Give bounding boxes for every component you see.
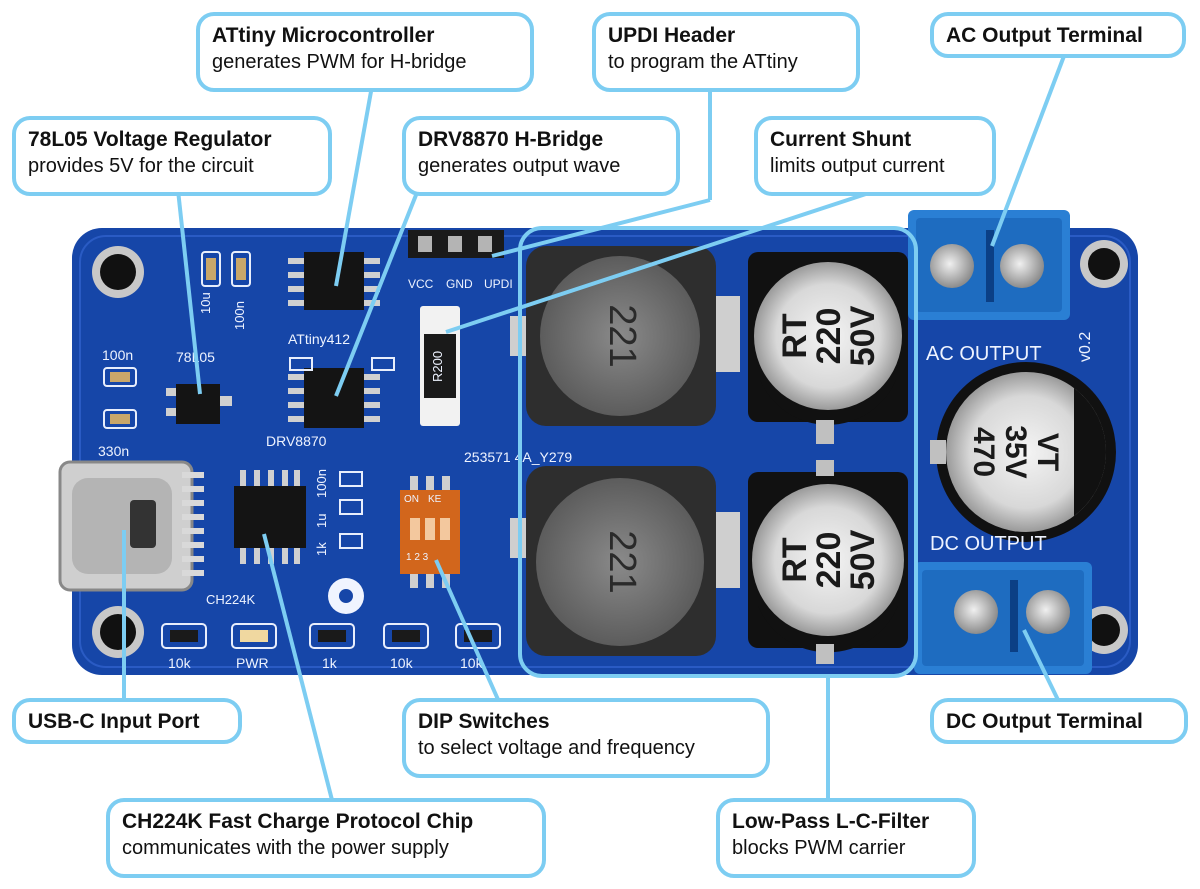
cap-bottom-line3: 50V — [844, 529, 882, 590]
silk-dip-nums: 1 2 3 — [406, 552, 429, 563]
callout-regulator-title: 78L05 Voltage Regulator — [28, 128, 272, 151]
silk-updi-vcc: VCC — [408, 277, 434, 291]
usb-c-port — [58, 460, 204, 592]
filter-outline — [518, 226, 918, 678]
cap-top — [748, 252, 908, 444]
callout-dip-subtitle: to select voltage and frequency — [418, 737, 695, 759]
callout-attiny-title: ATtiny Microcontroller — [212, 24, 435, 47]
cap-bottom-line1: RT — [776, 537, 814, 583]
callout-dc-terminal-title: DC Output Terminal — [946, 710, 1143, 733]
silk-led-4: 10k — [390, 655, 414, 671]
dc-terminal-block — [914, 562, 1092, 674]
silk-version: v0.2 — [1077, 332, 1094, 362]
callout-hbridge-title: DRV8870 H-Bridge — [418, 128, 604, 151]
callout-updi-subtitle: to program the ATtiny — [608, 51, 798, 73]
cap-big-line2: 35V — [999, 425, 1032, 478]
callout-attiny: ATtiny Microcontroller generates PWM for… — [196, 12, 534, 92]
ch224k-passives — [339, 471, 363, 549]
smd-passives — [103, 251, 251, 429]
callout-usbc: USB-C Input Port — [12, 698, 242, 744]
callout-updi: UPDI Header to program the ATtiny — [592, 12, 860, 92]
callout-usbc-title: USB-C Input Port — [28, 710, 200, 733]
updi-header — [408, 230, 504, 258]
cap-big-line3: 470 — [967, 427, 1000, 477]
silk-updi-updi: UPDI — [484, 277, 513, 291]
open-hardware-logo — [328, 578, 364, 614]
current-shunt — [420, 306, 460, 426]
leader-lines — [122, 55, 1066, 801]
attiny-chip — [288, 252, 380, 310]
callout-dip: DIP Switches to select voltage and frequ… — [402, 698, 770, 778]
callout-regulator: 78L05 Voltage Regulator provides 5V for … — [12, 116, 332, 196]
cap-top-line3: 50V — [844, 305, 882, 366]
callout-filter-title: Low-Pass L-C-Filter — [732, 810, 930, 833]
callout-regulator-subtitle: provides 5V for the circuit — [28, 155, 254, 177]
inductor-bottom-marking: 221 — [601, 530, 643, 593]
cap-bottom-line2: 220 — [810, 532, 848, 589]
silk-led-3: 1k — [322, 655, 338, 671]
silk-mcu: ATtiny412 — [288, 331, 350, 347]
callout-filter-subtitle: blocks PWM carrier — [732, 837, 906, 859]
silk-c4: 330n — [98, 443, 129, 459]
silk-drv: DRV8870 — [266, 433, 327, 449]
silk-100n: 100n — [314, 469, 329, 498]
silk-dip-on: ON — [404, 494, 419, 505]
silk-ac-output: AC OUTPUT — [926, 343, 1042, 365]
cap-top-marking: RT 220 50V — [776, 305, 882, 366]
cap-bottom-marking: RT 220 50V — [776, 529, 882, 590]
callout-ch224k-title: CH224K Fast Charge Protocol Chip — [122, 810, 474, 833]
cap-big-line1: VT — [1031, 433, 1064, 471]
silk-1u: 1u — [314, 514, 329, 528]
cap-big — [930, 362, 1116, 542]
cap-top-line2: 220 — [810, 308, 848, 365]
silk-1k: 1k — [314, 542, 329, 556]
bottom-led-row — [161, 623, 501, 649]
inductor-top-marking: 221 — [601, 304, 643, 367]
ac-terminal-block — [908, 210, 1070, 320]
callout-attiny-subtitle: generates PWM for H-bridge — [212, 51, 467, 73]
inductor-bottom: 221 — [510, 466, 740, 656]
silk-led-2: PWR — [236, 655, 269, 671]
callout-updi-title: UPDI Header — [608, 24, 736, 47]
silk-dip-ke: KE — [428, 494, 442, 505]
silk-ch: CH224K — [206, 592, 255, 607]
silk-led-5: 10k — [460, 655, 484, 671]
silk-c2: 100n — [232, 301, 247, 330]
callout-ch224k: CH224K Fast Charge Protocol Chip communi… — [106, 798, 546, 878]
drv8870-chip — [288, 357, 395, 428]
silk-c3: 100n — [102, 347, 133, 363]
callout-filter: Low-Pass L-C-Filter blocks PWM carrier — [716, 798, 976, 878]
callout-dc-terminal: DC Output Terminal — [930, 698, 1188, 744]
callout-shunt-title: Current Shunt — [770, 128, 912, 151]
silk-c1: 10u — [198, 292, 213, 314]
silk-led-1: 10k — [168, 655, 192, 671]
silk-shunt: R200 — [430, 351, 445, 382]
silk-updi-gnd: GND — [446, 277, 473, 291]
callout-ac-terminal-title: AC Output Terminal — [946, 24, 1143, 47]
cap-big-marking: VT 35V 470 — [967, 425, 1064, 478]
cap-top-line1: RT — [776, 313, 814, 359]
callout-ac-terminal: AC Output Terminal — [930, 12, 1186, 58]
dip-switch — [400, 476, 460, 588]
callout-hbridge: DRV8870 H-Bridge generates output wave — [402, 116, 680, 196]
callout-shunt: Current Shunt limits output current — [754, 116, 996, 196]
callout-shunt-subtitle: limits output current — [770, 155, 945, 177]
cap-bottom — [748, 460, 908, 664]
callout-hbridge-subtitle: generates output wave — [418, 155, 621, 177]
callout-dip-title: DIP Switches — [418, 710, 550, 733]
silk-dc-output: DC OUTPUT — [930, 533, 1047, 555]
callout-ch224k-subtitle: communicates with the power supply — [122, 837, 449, 859]
